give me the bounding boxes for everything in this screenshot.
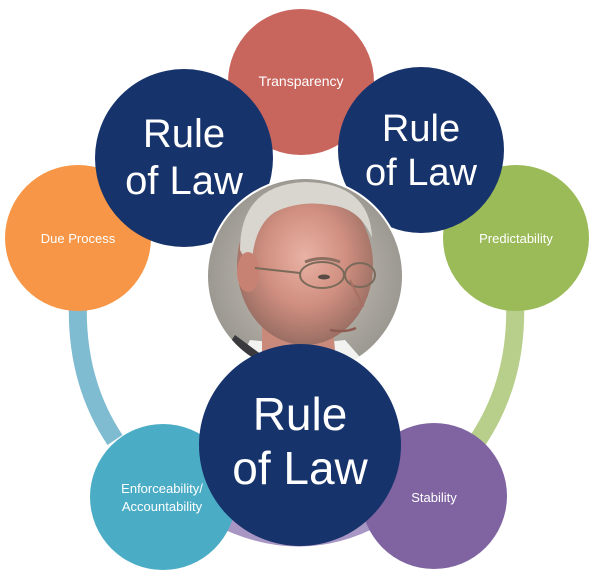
node-stability-label: Stability bbox=[411, 490, 457, 505]
badge-rule-of-law-bottom: Rule of Law bbox=[199, 344, 401, 546]
connector-arc-right bbox=[470, 299, 525, 445]
node-transparency: Transparency bbox=[228, 9, 374, 155]
node-enforceability-label-line1: Enforceability/ bbox=[121, 481, 203, 496]
badge-rule-of-law-left: Rule of Law bbox=[95, 69, 273, 247]
badge-bottom-line2: of Law bbox=[232, 442, 368, 494]
node-due-process-label: Due Process bbox=[41, 231, 116, 246]
badge-right-line1: Rule bbox=[382, 108, 460, 150]
badge-right-line2: of Law bbox=[365, 152, 478, 194]
node-enforceability-label-line2: Accountability bbox=[122, 499, 203, 514]
node-predictability-label: Predictability bbox=[479, 231, 553, 246]
badge-bottom-line1: Rule bbox=[253, 388, 348, 440]
badge-rule-of-law-right: Rule of Law bbox=[338, 67, 504, 233]
node-enforceability: Enforceability/ Accountability bbox=[90, 424, 236, 570]
badge-left-line1: Rule bbox=[143, 112, 225, 156]
connector-arc-left bbox=[68, 299, 123, 445]
node-transparency-label: Transparency bbox=[258, 73, 343, 89]
badge-left-line2: of Law bbox=[125, 159, 243, 203]
